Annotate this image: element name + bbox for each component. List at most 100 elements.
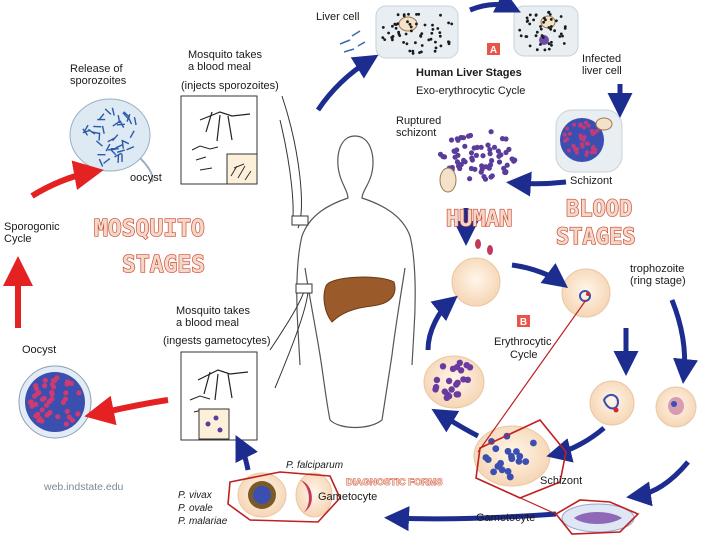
texture-dot [410, 26, 413, 29]
texture-dot [575, 151, 579, 155]
arrow-schizont-to-ruptured [516, 182, 566, 184]
texture-dot [69, 381, 74, 386]
texture-dot [440, 45, 443, 48]
sporozoite-squiggles [340, 31, 365, 52]
texture-dot [549, 28, 552, 31]
texture-dot [516, 453, 523, 460]
texture-dot [448, 42, 451, 45]
texture-dot [35, 412, 40, 417]
arrow-bite-to-liver [318, 60, 370, 110]
label-schizont-liver: Schizont [570, 175, 612, 187]
texture-dot [415, 23, 418, 26]
texture-dot [453, 155, 458, 160]
texture-dot [117, 124, 125, 125]
texture-dot [430, 32, 433, 35]
texture-dot [535, 34, 538, 37]
texture-dot [459, 162, 464, 167]
texture-dot [439, 35, 442, 38]
connector-lines [270, 96, 308, 388]
texture-dot [403, 13, 406, 16]
texture-dot [585, 141, 589, 145]
label-mosquito-meal-lower: Mosquito takes a blood meal [176, 305, 253, 329]
texture-dot [492, 445, 499, 452]
texture-dot [526, 17, 529, 20]
texture-dot [435, 47, 438, 50]
texture-dot [446, 378, 452, 384]
texture-dot [490, 173, 495, 178]
texture-dot [585, 150, 589, 154]
texture-dot [480, 153, 485, 158]
texture-dot [464, 362, 470, 368]
svg-text:A: A [490, 45, 497, 56]
texture-dot [572, 123, 576, 127]
texture-dot [442, 388, 448, 394]
arrow-troph-path [672, 300, 685, 374]
texture-dot [61, 400, 66, 405]
mosquito-panel-lower [181, 352, 257, 440]
texture-dot [539, 43, 542, 46]
texture-dot [99, 133, 100, 141]
ruptured-schizont-icon [438, 129, 517, 192]
texture-dot [40, 407, 45, 412]
texture-dot [450, 366, 456, 372]
texture-dot [420, 51, 423, 54]
texture-dot [530, 440, 537, 447]
texture-dot [492, 145, 497, 150]
infected-liver-cell-icon [514, 6, 578, 56]
texture-dot [63, 390, 68, 395]
texture-dot [563, 133, 567, 137]
texture-dot [406, 42, 409, 45]
texture-dot [558, 35, 561, 38]
texture-dot [398, 33, 401, 36]
arrow-ruptured-to-rbc [428, 302, 450, 350]
texture-dot [431, 24, 434, 27]
texture-dot [560, 15, 563, 18]
texture-dot [497, 159, 502, 164]
texture-dot [392, 35, 395, 38]
label-gametocyte-right: Gametocyte [476, 512, 535, 524]
texture-dot [440, 154, 445, 159]
texture-dot [381, 36, 384, 39]
arrow-troph-to-schizont [556, 428, 604, 454]
texture-dot [42, 383, 47, 388]
label-mosquito-meal-upper: Mosquito takes a blood meal [188, 49, 265, 73]
texture-dot [405, 33, 408, 36]
texture-dot [503, 150, 508, 155]
texture-dot [50, 382, 55, 387]
texture-dot [541, 34, 544, 37]
texture-dot [496, 149, 501, 154]
texture-dot [520, 34, 523, 37]
texture-dot [450, 23, 453, 26]
texture-dot [424, 24, 427, 27]
label-sporogonic-cycle: Sporogonic Cycle [4, 221, 63, 245]
texture-dot [427, 39, 430, 42]
texture-dot [67, 415, 72, 420]
texture-dot [485, 456, 492, 463]
texture-dot [448, 386, 454, 392]
texture-dot [480, 167, 485, 172]
label-trophozoite: trophozoite (ring stage) [630, 263, 688, 287]
label-ingests-gametocytes: (ingests gametocytes) [163, 335, 271, 347]
texture-dot [462, 144, 467, 149]
texture-dot [434, 50, 437, 53]
overlay-mosquito-stages: MOSQUITO STAGES [94, 216, 219, 278]
texture-dot [410, 30, 413, 33]
texture-dot [535, 14, 538, 17]
texture-dot [47, 399, 52, 404]
texture-dot [507, 474, 514, 481]
texture-dot [485, 143, 490, 148]
texture-dot [529, 45, 532, 48]
texture-dot [458, 367, 464, 373]
overlay-diagnostic-forms: DIAGNOSTIC FORMS [346, 477, 443, 488]
texture-dot [488, 162, 493, 167]
texture-dot [548, 42, 551, 45]
texture-dot [536, 48, 539, 51]
arrow-gametocytes-to-mosquito [240, 444, 248, 470]
label-exo-erythrocytic-cycle: Exo-erythrocytic Cycle [416, 85, 525, 97]
texture-dot [505, 163, 510, 168]
skin-patch-upper [292, 216, 308, 225]
texture-dot [581, 145, 585, 149]
texture-dot [461, 135, 466, 140]
